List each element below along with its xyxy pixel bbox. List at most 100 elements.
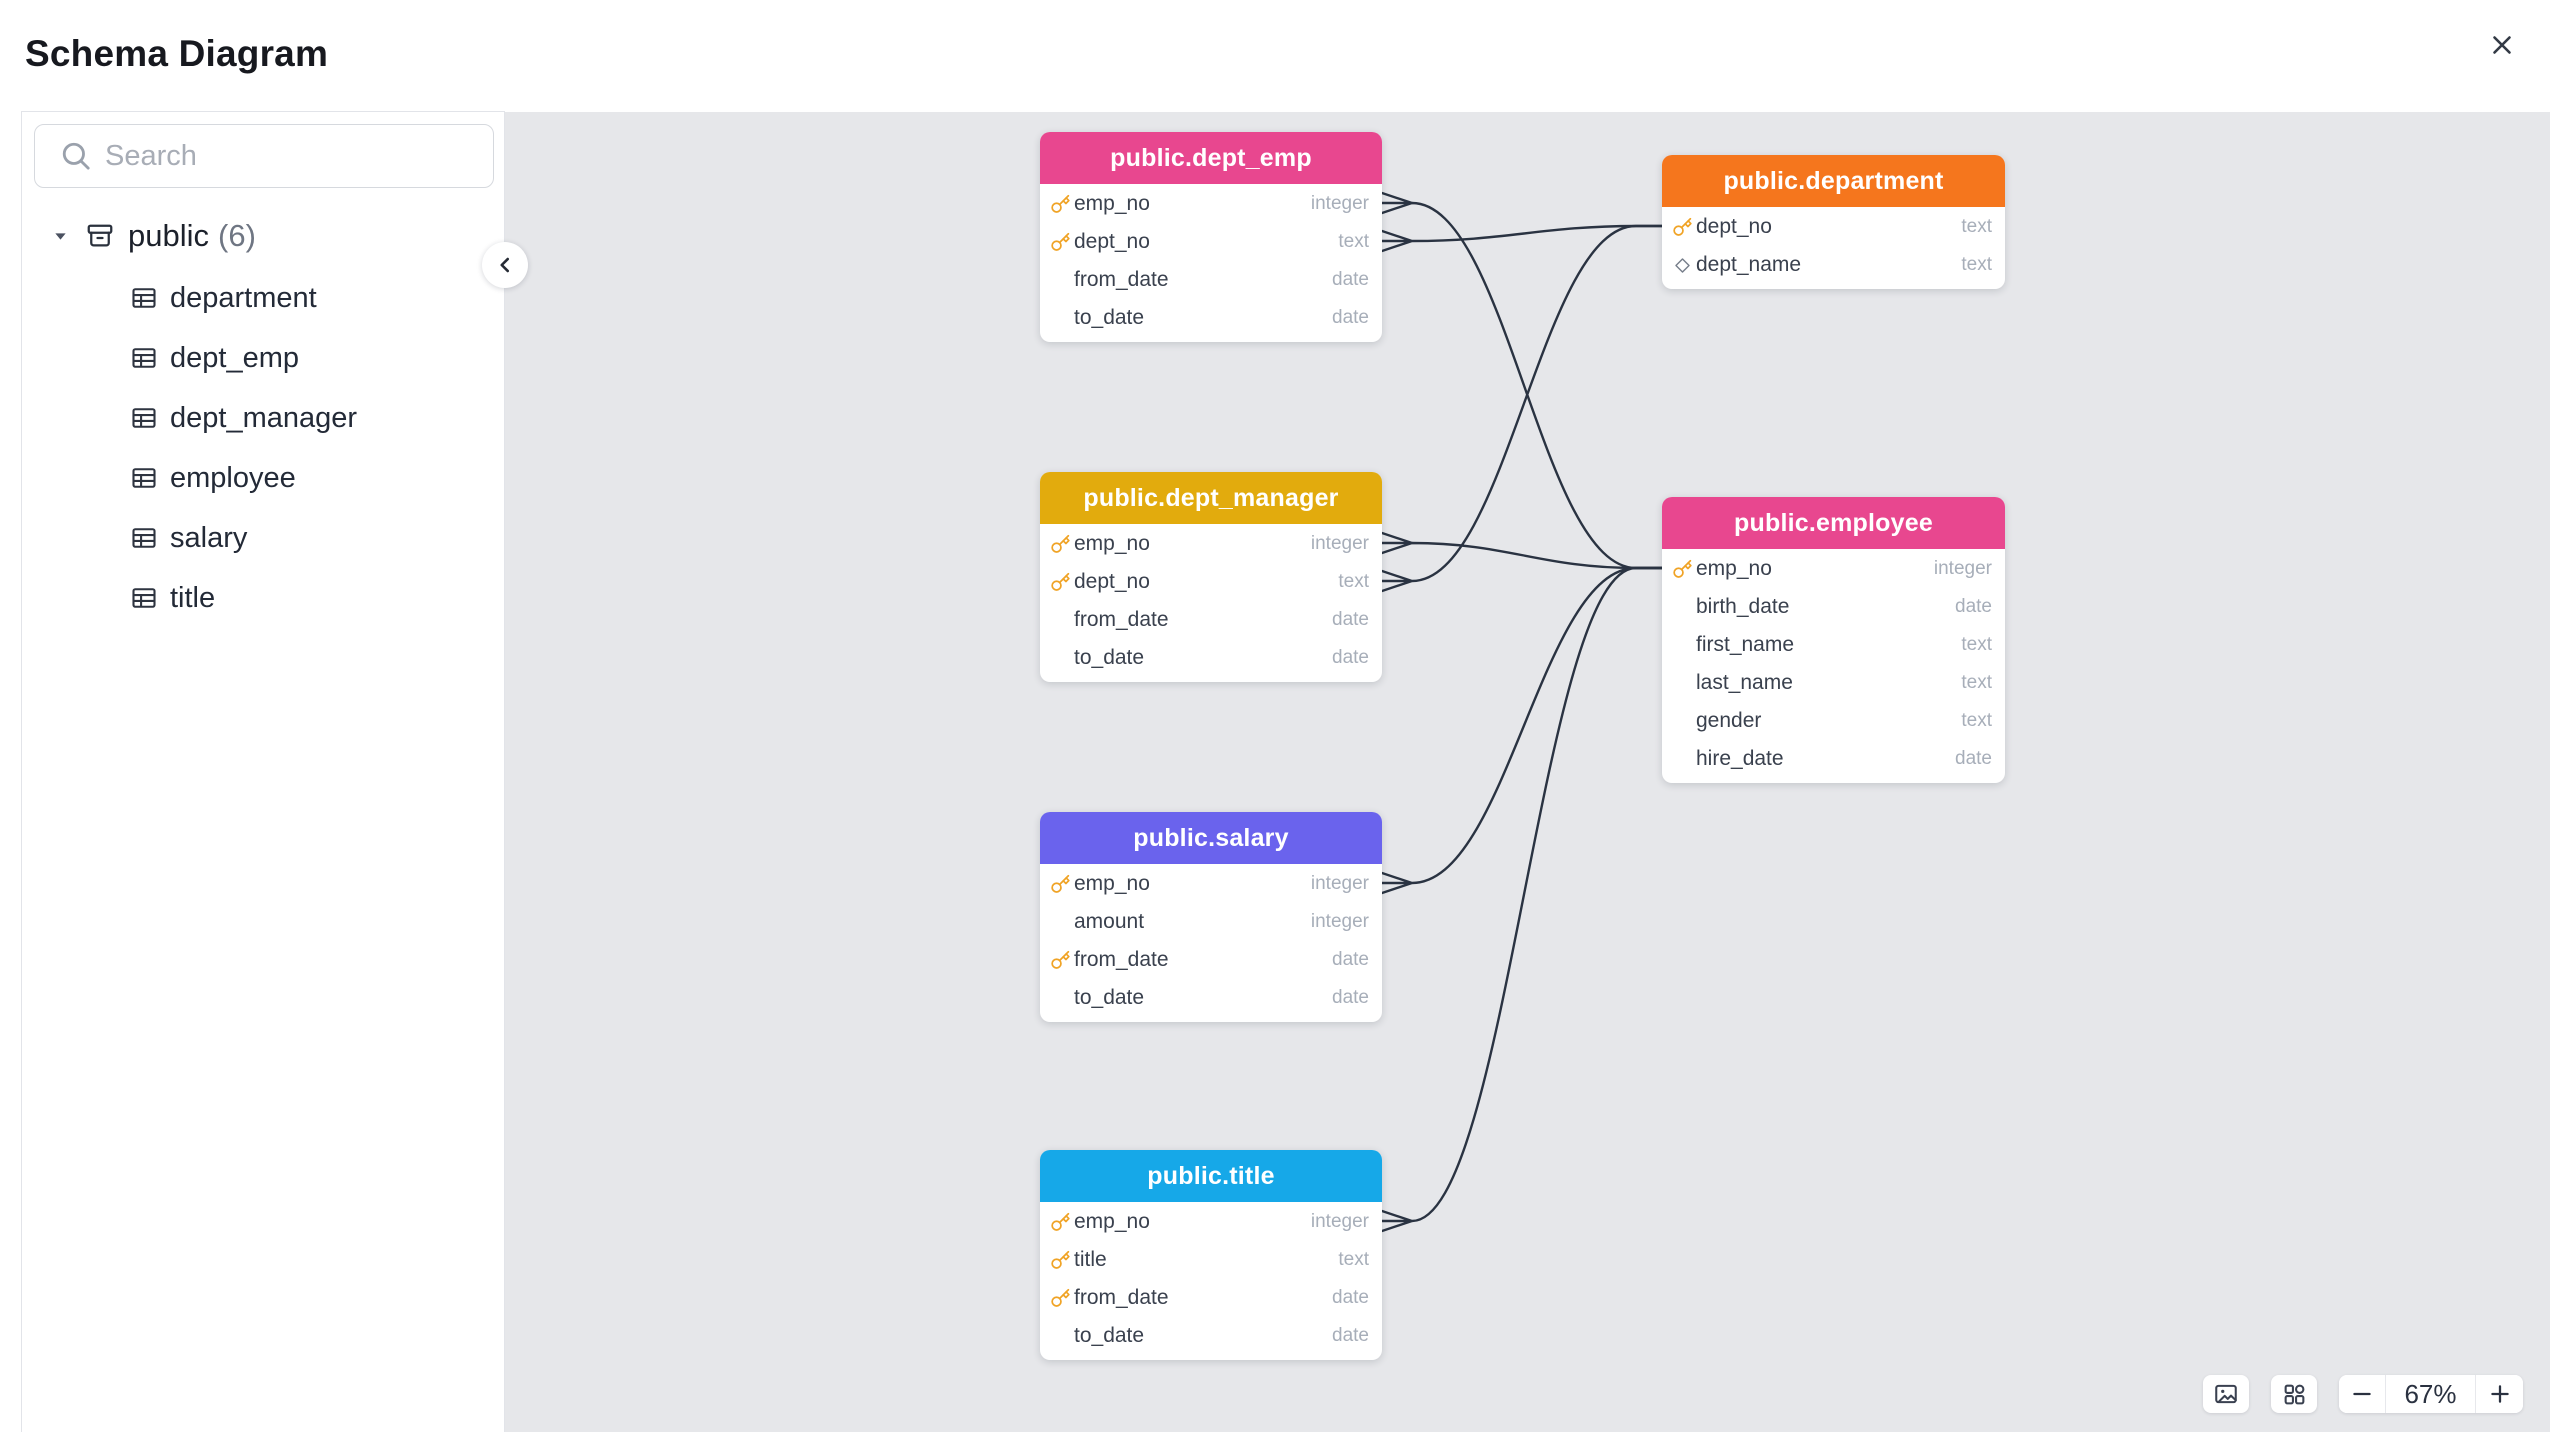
column-type: date — [1955, 748, 1992, 769]
column-row: to_date date — [1040, 299, 1382, 337]
image-icon — [2215, 1384, 2237, 1404]
column-name: dept_no — [1074, 570, 1150, 593]
table-card-title[interactable]: public.title — [1040, 1150, 1382, 1202]
schema-label: public — [128, 218, 209, 253]
column-type: date — [1332, 1325, 1369, 1346]
layout-grid-icon — [2284, 1384, 2304, 1404]
column-name: emp_no — [1074, 1210, 1150, 1233]
column-name: dept_no — [1074, 230, 1150, 253]
sidebar-item-label: salary — [170, 521, 248, 554]
zoom-control: 67% — [2339, 1375, 2523, 1413]
sidebar-panel: public (6) department dept_emp dept_manage… — [21, 111, 505, 1432]
export-image-button[interactable] — [2203, 1375, 2249, 1413]
caret-down-icon[interactable] — [51, 227, 70, 246]
table-icon — [132, 408, 156, 428]
table-card-title[interactable]: public.dept_manager — [1040, 472, 1382, 524]
column-name: from_date — [1074, 948, 1169, 971]
column-type: text — [1961, 710, 1992, 731]
table-card-title[interactable]: public.dept_emp — [1040, 132, 1382, 184]
column-type: date — [1332, 307, 1369, 328]
sidebar-item-label: title — [170, 581, 216, 614]
search-box — [34, 124, 496, 188]
zoom-in-button[interactable] — [2475, 1375, 2523, 1413]
primary-key-icon — [1050, 194, 1070, 213]
column-name: from_date — [1074, 608, 1169, 631]
close-button[interactable] — [2484, 27, 2520, 63]
sidebar-item-department[interactable]: department — [22, 268, 504, 328]
sidebar-item-title[interactable]: title — [22, 568, 504, 628]
column-row: emp_no integer — [1040, 1203, 1382, 1241]
column-name: to_date — [1074, 986, 1145, 1009]
column-name: gender — [1696, 709, 1762, 732]
sidebar-item-label: dept_emp — [170, 341, 299, 374]
table-icon — [132, 288, 156, 308]
primary-key-icon — [1672, 217, 1692, 236]
column-name: first_name — [1696, 633, 1795, 656]
column-name: emp_no — [1074, 872, 1150, 895]
collapse-sidebar-button[interactable] — [482, 242, 528, 288]
schema-icon — [85, 221, 115, 251]
column-type: text — [1961, 216, 1992, 237]
unique-key-icon — [1674, 257, 1690, 273]
sidebar-item-dept_emp[interactable]: dept_emp — [22, 328, 504, 388]
sidebar-item-employee[interactable]: employee — [22, 448, 504, 508]
column-name: last_name — [1696, 671, 1793, 694]
column-name: dept_name — [1696, 253, 1802, 276]
column-type: text — [1338, 231, 1369, 252]
column-name: title — [1074, 1248, 1107, 1271]
table-card-title[interactable]: public.department — [1662, 155, 2005, 207]
search-icon — [59, 139, 93, 173]
column-type: integer — [1310, 193, 1369, 214]
column-row: to_date date — [1040, 979, 1382, 1017]
column-row: dept_no text — [1662, 208, 2005, 246]
search-input[interactable] — [93, 139, 496, 173]
zoom-out-button[interactable] — [2339, 1375, 2385, 1413]
column-row: emp_no integer — [1040, 865, 1382, 903]
layout-grid-button[interactable] — [2271, 1375, 2317, 1413]
column-name: from_date — [1074, 1286, 1169, 1309]
column-type: integer — [1310, 1211, 1369, 1232]
column-type: date — [1955, 596, 1992, 617]
column-type: integer — [1310, 911, 1369, 932]
column-name: dept_no — [1696, 215, 1772, 238]
zoom-level: 67% — [2385, 1375, 2475, 1413]
column-row: from_date date — [1040, 601, 1382, 639]
sidebar-item-salary[interactable]: salary — [22, 508, 504, 568]
schema-count: (6) — [218, 218, 256, 253]
primary-key-icon — [1050, 232, 1070, 251]
sidebar-item-label: department — [170, 281, 317, 314]
primary-key-icon — [1672, 559, 1692, 578]
column-name: to_date — [1074, 306, 1145, 329]
column-type: date — [1332, 987, 1369, 1008]
diagram-canvas[interactable] — [505, 112, 2550, 1432]
sidebar-item-dept_manager[interactable]: dept_manager — [22, 388, 504, 448]
toolbar: 67% — [2203, 1375, 2523, 1413]
sidebar-schema-public[interactable]: public (6) — [22, 214, 504, 258]
table-card-title[interactable]: public.employee — [1662, 497, 2005, 549]
column-name: emp_no — [1074, 192, 1150, 215]
column-type: integer — [1310, 873, 1369, 894]
table-card-title[interactable]: public.salary — [1040, 812, 1382, 864]
column-name: emp_no — [1696, 557, 1772, 580]
column-type: date — [1332, 609, 1369, 630]
primary-key-icon — [1050, 1288, 1070, 1307]
